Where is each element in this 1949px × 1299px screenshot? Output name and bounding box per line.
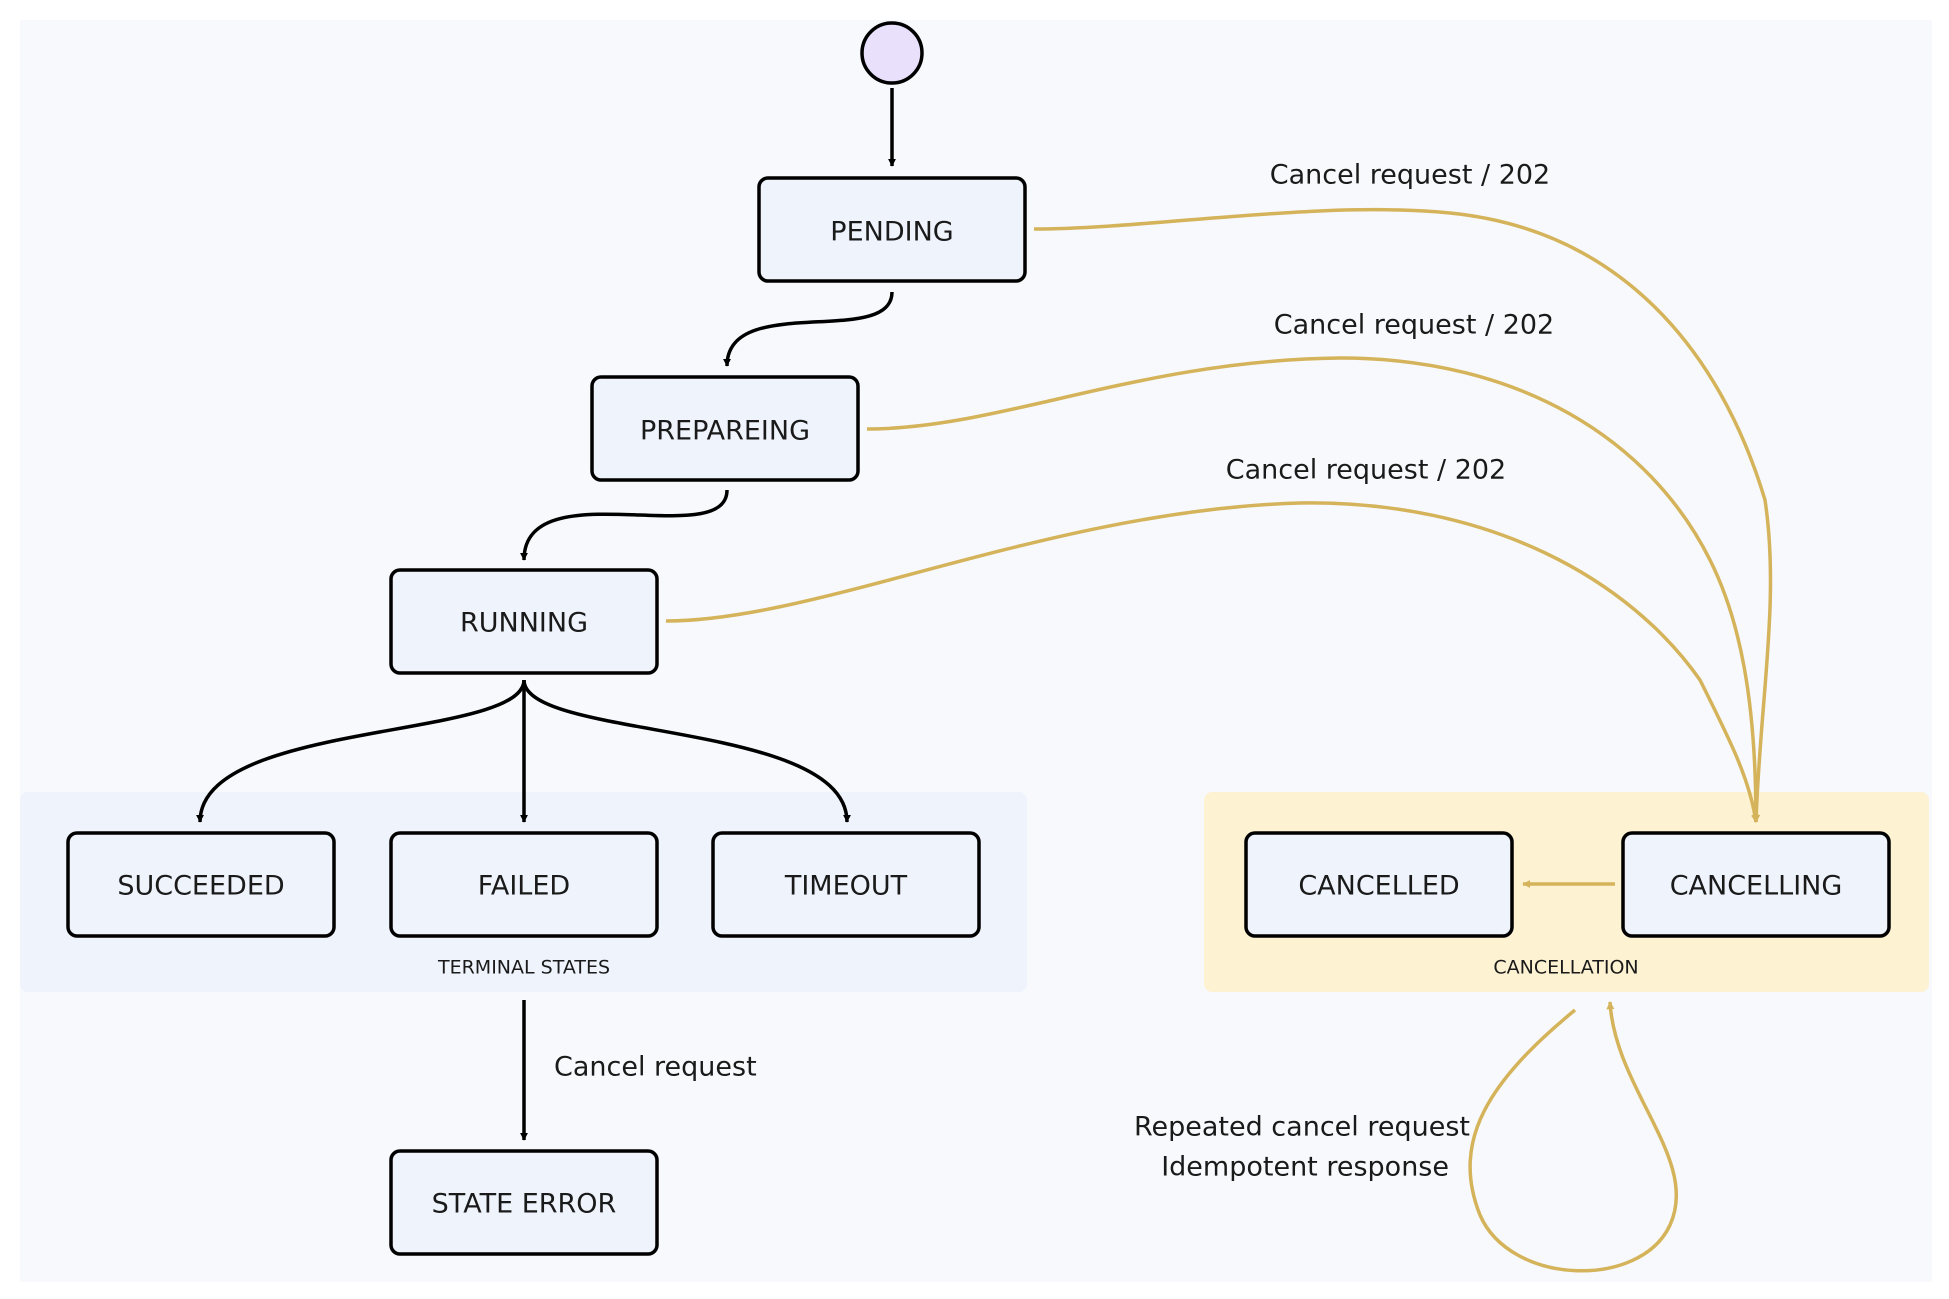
edge-label-terminal-cancel: Cancel request: [554, 1052, 757, 1083]
edge-label-running-cancel: Cancel request / 202: [1226, 455, 1506, 486]
state-pending: PENDING: [830, 217, 953, 248]
state-cancelling: CANCELLING: [1670, 871, 1843, 902]
state-running: RUNNING: [460, 608, 588, 639]
edge-repeated-cancel-loop: [1468, 1001, 1678, 1273]
cancellation-label: CANCELLATION: [1493, 957, 1638, 979]
start-node: [860, 21, 924, 85]
state-cancelling-box: [1621, 831, 1891, 938]
edge-pending-to-cancelling: [1033, 207, 1773, 823]
state-prepareing: PREPAREING: [640, 416, 810, 447]
state-cancelled-box: [1244, 831, 1514, 938]
edge-prepareing-to-cancelling: [866, 356, 1760, 823]
state-pending-box: [757, 176, 1027, 283]
edge-label-prepareing-cancel: Cancel request / 202: [1274, 310, 1554, 341]
edge-prepareing-to-running: [520, 489, 729, 561]
edge-running-to-cancelling: [665, 501, 1759, 823]
state-succeeded: SUCCEEDED: [117, 871, 284, 902]
state-failed-box: [389, 831, 659, 938]
state-error-box: [389, 1149, 659, 1256]
state-cancelled: CANCELLED: [1298, 871, 1459, 902]
edge-pending-to-prepareing: [723, 291, 894, 367]
state-timeout: TIMEOUT: [784, 871, 908, 902]
edge-running-to-succeeded: [196, 679, 526, 823]
state-timeout-box: [711, 831, 981, 938]
edge-label-repeated-cancel: Repeated cancel request: [1134, 1112, 1470, 1143]
terminal-states-label: TERMINAL STATES: [437, 957, 610, 979]
state-running-box: [389, 568, 659, 675]
state-prepareing-box: [590, 375, 860, 482]
state-error: STATE ERROR: [432, 1189, 617, 1220]
state-succeeded-box: [66, 831, 336, 938]
state-failed: FAILED: [478, 871, 570, 902]
edge-label-idempotent-response: Idempotent response: [1161, 1152, 1449, 1183]
edge-running-to-timeout: [522, 679, 851, 823]
edge-label-pending-cancel: Cancel request / 202: [1270, 160, 1550, 191]
